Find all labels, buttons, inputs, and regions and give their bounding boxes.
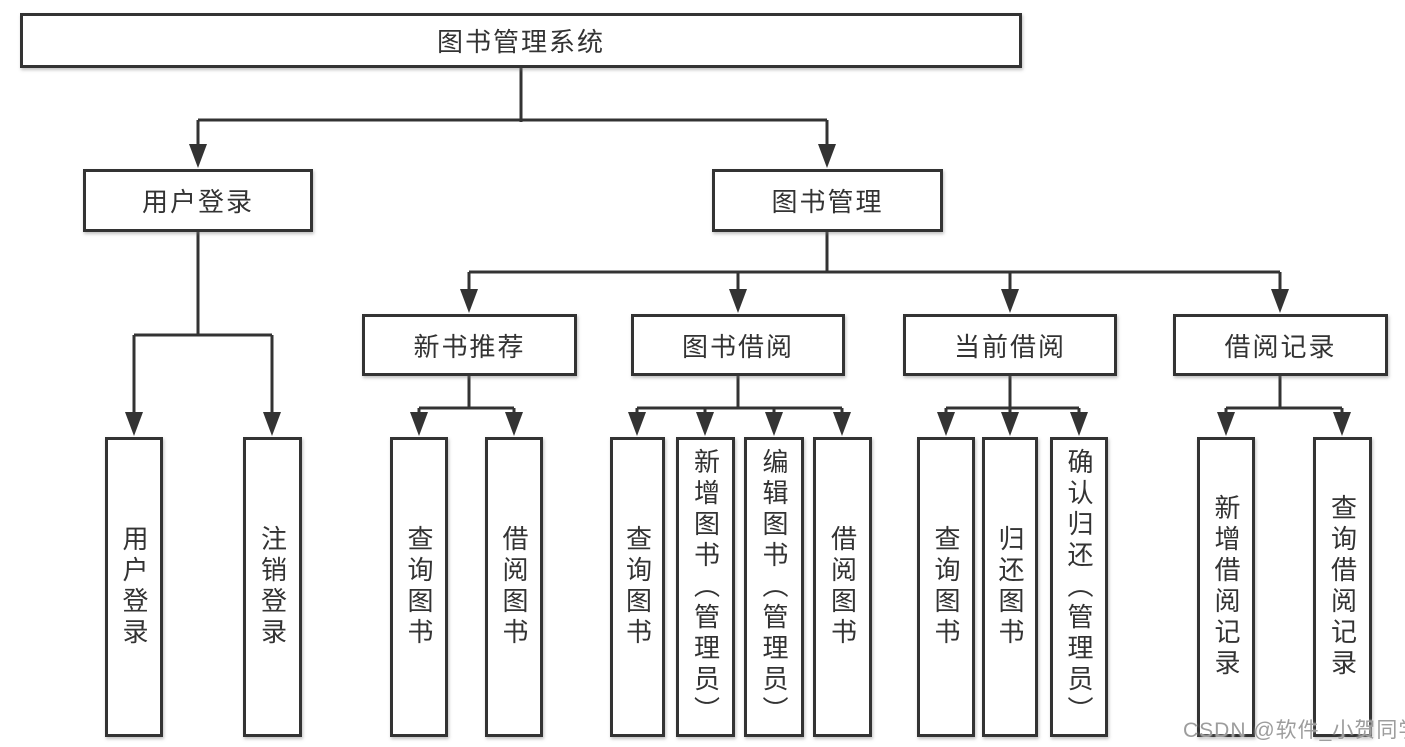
arrowheads	[125, 144, 1351, 436]
node-label: 借阅记录	[1224, 331, 1337, 362]
arrow-down-icon	[696, 412, 714, 436]
leaf-edit-book-admin: 编辑图书（管理员）	[744, 437, 804, 737]
arrow-down-icon	[765, 412, 783, 436]
connector-userlogin-to-leaves	[132, 232, 274, 415]
node-label: 图书管理	[771, 187, 884, 217]
arrow-down-icon	[263, 412, 281, 436]
node-label: 新增借阅记录	[1211, 494, 1241, 680]
arrow-down-icon	[1001, 289, 1019, 313]
connector-currentborrow-to-leaves	[944, 376, 1081, 415]
arrow-down-icon	[833, 412, 851, 436]
arrow-down-icon	[1217, 412, 1235, 436]
arrow-down-icon	[125, 412, 143, 436]
leaf-confirm-return-admin: 确认归还（管理员）	[1050, 437, 1108, 737]
node-book-management: 图书管理	[712, 169, 943, 232]
node-label: 查询图书	[622, 525, 653, 649]
node-label: 借阅图书	[827, 525, 858, 649]
node-label: 查询图书	[931, 525, 961, 649]
node-label: 用户登录	[141, 187, 254, 217]
node-label: 图书管理系统	[436, 27, 605, 57]
connector-newbook-to-leaves	[417, 376, 516, 415]
connector-root-to-level2	[196, 68, 829, 148]
leaf-user-login: 用户登录	[105, 437, 163, 737]
node-label: 用户登录	[119, 525, 149, 649]
leaf-add-borrow-record: 新增借阅记录	[1197, 437, 1255, 737]
node-label: 当前借阅	[953, 331, 1066, 362]
arrow-down-icon	[729, 289, 747, 313]
node-label: 注销登录	[257, 525, 288, 649]
node-new-book-recommend: 新书推荐	[362, 314, 577, 376]
arrow-down-icon	[189, 144, 207, 168]
arrow-down-icon	[1070, 412, 1088, 436]
arrow-down-icon	[1001, 412, 1019, 436]
connector-records-to-leaves	[1224, 376, 1344, 415]
node-label: 新书推荐	[413, 331, 526, 362]
arrow-down-icon	[1271, 289, 1289, 313]
node-borrow-records: 借阅记录	[1173, 314, 1388, 376]
leaf-borrow-books-2: 借阅图书	[813, 437, 872, 737]
leaf-query-books-2: 查询图书	[610, 437, 665, 737]
node-label: 借阅图书	[499, 525, 529, 649]
node-label: 查询图书	[404, 525, 434, 649]
arrow-down-icon	[410, 412, 428, 436]
arrow-down-icon	[1333, 412, 1351, 436]
leaf-logout: 注销登录	[243, 437, 302, 737]
arrow-down-icon	[460, 289, 478, 313]
node-label: 查询借阅记录	[1327, 494, 1358, 680]
leaf-query-borrow-record: 查询借阅记录	[1313, 437, 1372, 737]
node-library-system: 图书管理系统	[20, 13, 1022, 68]
node-book-borrow: 图书借阅	[631, 314, 845, 376]
node-label: 新增图书（管理员）	[690, 447, 721, 727]
arrow-down-icon	[505, 412, 523, 436]
leaf-query-books-1: 查询图书	[390, 437, 448, 737]
connector-bookmgmt-to-level3	[467, 232, 1282, 292]
node-label: 图书借阅	[681, 331, 794, 362]
node-label: 归还图书	[995, 525, 1025, 649]
leaf-query-books-3: 查询图书	[917, 437, 975, 737]
arrow-down-icon	[818, 144, 836, 168]
arrow-down-icon	[628, 412, 646, 436]
node-label: 编辑图书（管理员）	[759, 447, 789, 727]
leaf-return-books: 归还图书	[982, 437, 1038, 737]
connector-bookborrow-to-leaves	[635, 376, 844, 415]
leaf-add-book-admin: 新增图书（管理员）	[676, 437, 735, 737]
leaf-borrow-books-1: 借阅图书	[485, 437, 543, 737]
watermark: CSDN @软件_小贺同学	[1183, 719, 1405, 742]
node-label: 确认归还（管理员）	[1064, 447, 1094, 727]
arrow-down-icon	[937, 412, 955, 436]
node-user-login: 用户登录	[83, 169, 313, 232]
node-current-borrow: 当前借阅	[903, 314, 1117, 376]
